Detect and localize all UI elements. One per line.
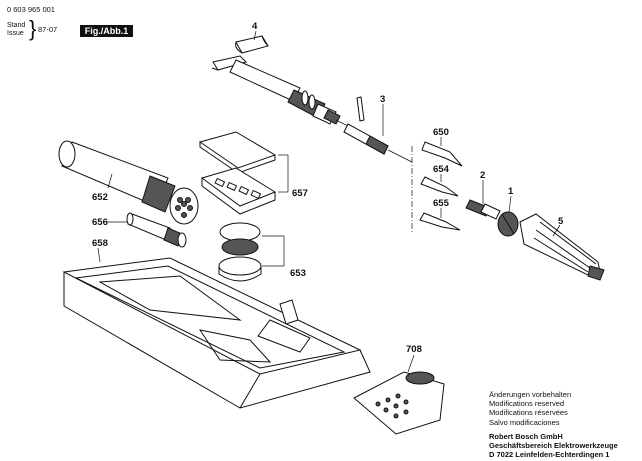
issue-label: Issue xyxy=(7,30,24,37)
part-653-sponge-dish xyxy=(218,222,262,282)
legal-notes: Änderungen vorbehalten Modifications res… xyxy=(489,390,618,459)
part-1-nut xyxy=(497,211,519,237)
part-708-stand xyxy=(353,371,445,435)
part-654-tip xyxy=(420,176,459,197)
label-4: 4 xyxy=(252,21,258,32)
note-changes-fr: Modifications réservées xyxy=(489,408,568,418)
part-5-handle xyxy=(519,213,605,281)
stand-label: Stand xyxy=(7,22,26,29)
part-2-sleeve xyxy=(465,199,501,220)
company-division: Geschäftsbereich Elektrowerkzeuge xyxy=(489,441,618,451)
soldering-iron-body xyxy=(211,55,353,129)
label-656: 656 xyxy=(92,217,108,228)
part-657-tray xyxy=(198,131,277,215)
part-650-tip xyxy=(421,141,463,167)
brace-glyph: } xyxy=(29,16,37,41)
issue-date: 87-07 xyxy=(38,25,58,34)
part-658-case xyxy=(62,257,371,409)
part-4-clip xyxy=(235,35,269,54)
part-3-tip-assembly xyxy=(343,96,413,163)
part-652-tube xyxy=(58,140,199,225)
label-658: 658 xyxy=(92,238,108,249)
figure-label: Fig./Abb.1 xyxy=(80,25,133,37)
label-1: 1 xyxy=(508,186,514,197)
label-5: 5 xyxy=(558,216,564,227)
document-number: 0 603 965 001 xyxy=(7,5,55,14)
label-657: 657 xyxy=(292,188,308,199)
label-652: 652 xyxy=(92,192,108,203)
label-655: 655 xyxy=(433,198,450,209)
note-changes-es: Salvo modificaciones xyxy=(489,417,560,427)
part-655-tip xyxy=(419,212,461,231)
label-2: 2 xyxy=(480,170,485,181)
note-changes-en: Modifications reserved xyxy=(489,399,565,409)
label-653: 653 xyxy=(290,268,306,279)
label-708: 708 xyxy=(406,344,422,355)
label-650: 650 xyxy=(433,127,449,138)
label-654: 654 xyxy=(433,164,450,175)
part-656-tool xyxy=(126,212,187,248)
company-address: D 7022 Leinfelden-Echterdingen 1 xyxy=(489,450,610,460)
label-3: 3 xyxy=(380,94,385,105)
note-changes-de: Änderungen vorbehalten xyxy=(489,390,572,399)
company-name: Robert Bosch GmbH xyxy=(489,431,563,441)
